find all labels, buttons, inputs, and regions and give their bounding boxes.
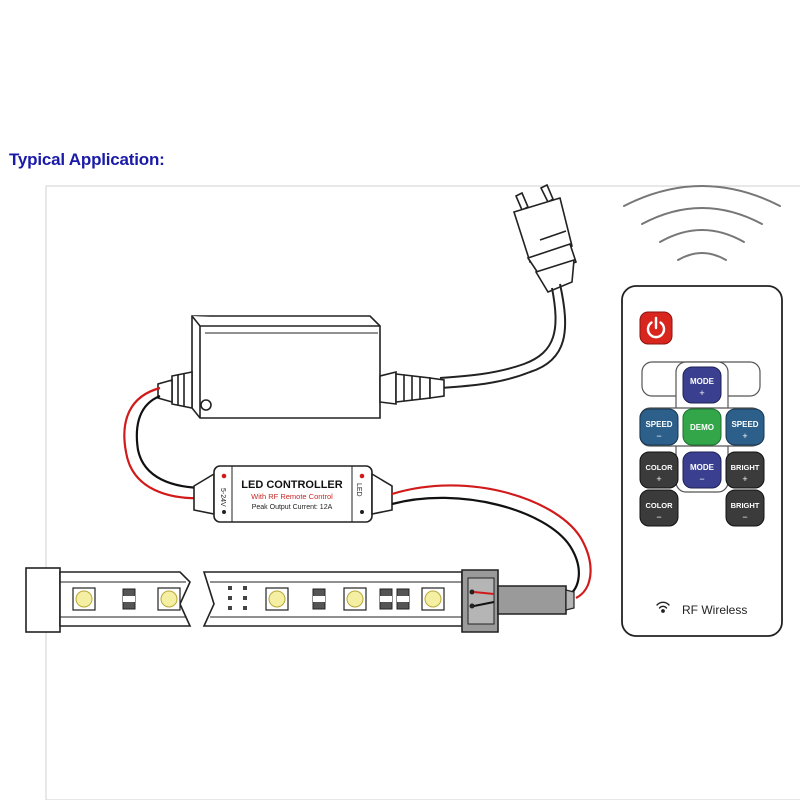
rf-wireless-label: RF Wireless xyxy=(682,603,747,617)
svg-text:BRIGHT: BRIGHT xyxy=(731,501,760,510)
mode-plus-button[interactable]: MODE + xyxy=(682,366,722,404)
led-strip xyxy=(25,567,575,633)
controller-led-label: LED xyxy=(355,483,362,497)
svg-text:COLOR: COLOR xyxy=(645,463,673,472)
svg-text:MODE: MODE xyxy=(690,377,715,386)
svg-text:−: − xyxy=(656,431,661,441)
controller-title: LED CONTROLLER xyxy=(241,479,342,491)
rf-signal-waves xyxy=(623,185,781,261)
controller-subtitle: With RF Remote Control xyxy=(251,492,333,501)
svg-text:MODE: MODE xyxy=(690,463,715,472)
color-plus-button[interactable]: COLOR + xyxy=(639,451,679,489)
controller-voltage-label: 5-24V xyxy=(219,488,226,507)
section-heading: Typical Application: xyxy=(9,150,165,169)
wire-red-input xyxy=(123,386,207,500)
wire-black-output xyxy=(391,496,580,597)
led-controller: 5-24V LED LED CONTROLLER With RF Remote … xyxy=(193,465,393,523)
svg-text:COLOR: COLOR xyxy=(645,501,673,510)
power-plug xyxy=(512,183,577,294)
svg-text:SPEED: SPEED xyxy=(731,420,758,429)
power-button[interactable] xyxy=(639,311,673,345)
svg-text:+: + xyxy=(656,474,661,484)
rf-remote: MODE + SPEED − DEMO SPEED + COLOR + MODE… xyxy=(621,285,783,637)
bright-plus-button[interactable]: BRIGHT + xyxy=(725,451,765,489)
bright-minus-button[interactable]: BRIGHT − xyxy=(725,489,765,527)
power-cord xyxy=(439,283,567,389)
mode-minus-button[interactable]: MODE − xyxy=(682,451,722,489)
svg-text:+: + xyxy=(742,431,747,441)
svg-text:−: − xyxy=(656,512,661,522)
svg-text:SPEED: SPEED xyxy=(645,420,672,429)
power-adapter xyxy=(157,315,445,419)
speed-minus-button[interactable]: SPEED − xyxy=(639,408,679,446)
svg-text:+: + xyxy=(699,388,704,398)
svg-text:DEMO: DEMO xyxy=(690,423,714,432)
wire-black-input xyxy=(135,394,207,490)
color-minus-button[interactable]: COLOR − xyxy=(639,489,679,527)
speed-plus-button[interactable]: SPEED + xyxy=(725,408,765,446)
wire-red-output xyxy=(391,484,592,599)
svg-text:−: − xyxy=(699,474,704,484)
demo-button[interactable]: DEMO xyxy=(682,408,722,446)
svg-text:+: + xyxy=(742,474,747,484)
wireless-icon xyxy=(656,601,670,613)
svg-text:−: − xyxy=(742,512,747,522)
power-icon xyxy=(646,316,666,339)
svg-text:BRIGHT: BRIGHT xyxy=(731,463,760,472)
diagram-frame xyxy=(45,185,800,800)
controller-spec: Peak Output Current: 12A xyxy=(252,504,333,511)
